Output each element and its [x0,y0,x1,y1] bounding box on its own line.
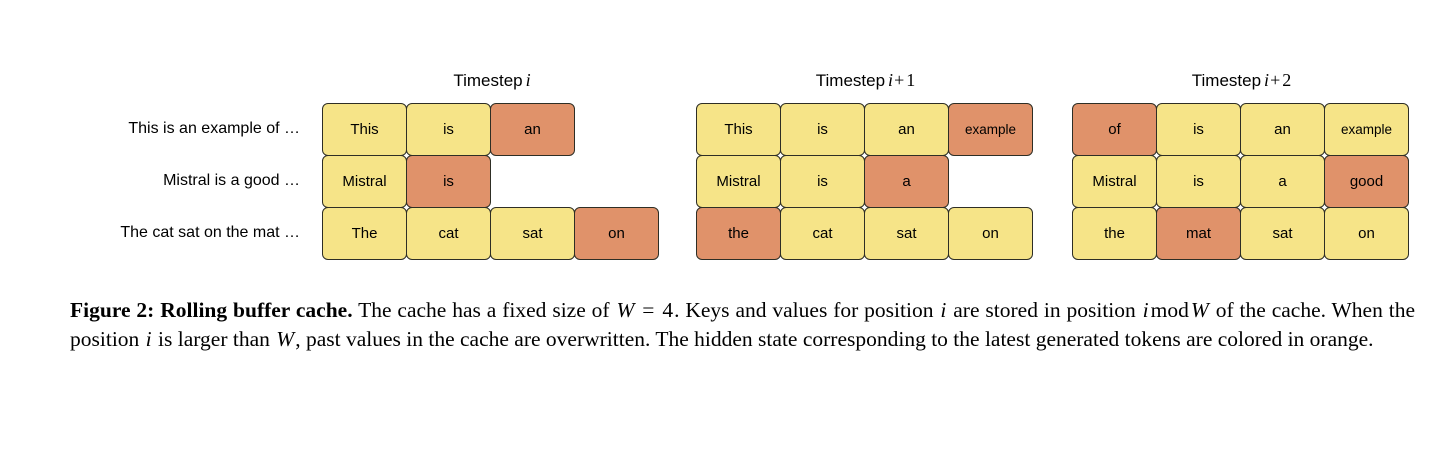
caption-part-1: The cache has a fixed size of [352,298,616,322]
cache-cell[interactable]: cat [406,207,491,260]
cache-row-0-1: Mistral is [322,155,658,208]
cache-cell[interactable]: is [780,155,865,208]
cache-cell[interactable]: is [406,155,491,208]
row-label-2: The cat sat on the mat … [120,224,300,241]
caption-var-i2: i [1142,298,1149,322]
cache-cell[interactable]: on [1324,207,1409,260]
cache-cell[interactable]: on [948,207,1033,260]
timestep-title-prefix-1: Timestep [815,71,886,90]
cache-cell[interactable]: example [1324,103,1409,156]
cache-row-0-2: The cat sat on [322,207,659,260]
cache-cell[interactable]: a [1240,155,1325,208]
rolling-buffer-cache-figure: This is an example of … Mistral is a goo… [0,70,1412,260]
caption-part-2: . Keys and values for position [674,298,940,322]
timestep-title-prefix-2: Timestep [1191,71,1262,90]
timestep-title-var-0: i [525,70,531,90]
caption-label: Figure 2: Rolling buffer cache. [70,298,353,322]
caption-part-6: , past values in the cache are overwritt… [295,327,1374,351]
cache-cell[interactable]: sat [1240,207,1325,260]
cache-cell[interactable]: The [322,207,407,260]
cache-row-2-2: the mat sat on [1072,207,1409,260]
row-label-0: This is an example of … [128,120,300,137]
cache-row-1-2: the cat sat on [696,207,1033,260]
cache-cell[interactable]: of [1072,103,1157,156]
cache-cell[interactable]: the [696,207,781,260]
cache-rows-0: This is an Mistral is The cat sat on [322,103,659,260]
caption-mod-operator: mod [1150,298,1189,322]
cache-row-1-1: Mistral is a [696,155,1032,208]
cache-cell[interactable]: an [1240,103,1325,156]
caption-part-4: of the cache. When the position [70,298,1416,351]
cache-cell[interactable]: is [780,103,865,156]
cache-cell[interactable]: on [574,207,659,260]
timestep-title-num-1: 1 [906,70,916,90]
cache-cell[interactable]: good [1324,155,1409,208]
timestep-title-var-2: i [1264,70,1270,90]
cache-row-2-0: of is an example [1072,103,1409,156]
timestep-title-op-2: + [1270,70,1281,90]
caption-var-i1: i [940,298,947,322]
timestep-title-op-1: + [894,70,905,90]
cache-cell[interactable]: is [1156,103,1241,156]
cache-cell[interactable]: an [490,103,575,156]
cache-cell[interactable]: example [948,103,1033,156]
timestep-title-prefix-0: Timestep [453,71,523,90]
cache-cell[interactable]: This [696,103,781,156]
cache-cell[interactable]: a [864,155,949,208]
cache-cell[interactable]: Mistral [1072,155,1157,208]
caption-value-four: 4 [662,298,674,322]
row-label-1: Mistral is a good … [163,172,300,189]
cache-row-0-0: This is an [322,103,658,156]
cache-cell[interactable]: mat [1156,207,1241,260]
caption-var-i3: i [145,327,152,351]
cache-cell[interactable]: cat [780,207,865,260]
cache-row-2-1: Mistral is a good [1072,155,1409,208]
cache-rows-1: This is an example Mistral is a the cat … [696,103,1033,260]
timestep-title-num-2: 2 [1282,70,1292,90]
caption-var-w2: W [1190,298,1209,322]
cache-rows-2: of is an example Mistral is a good the m… [1072,103,1409,260]
cache-cell[interactable]: is [406,103,491,156]
caption-var-w1: W [616,298,635,322]
timestep-title-var-1: i [888,70,894,90]
figure-caption: Figure 2: Rolling buffer cache. The cach… [70,296,1415,354]
cache-cell[interactable]: sat [864,207,949,260]
cache-cell[interactable]: This [322,103,407,156]
cache-cell[interactable]: is [1156,155,1241,208]
sequence-row-labels: This is an example of … Mistral is a goo… [0,103,312,259]
cache-cell[interactable]: Mistral [322,155,407,208]
cache-cell[interactable]: Mistral [696,155,781,208]
cache-cell[interactable]: sat [490,207,575,260]
caption-part-5: is larger than [152,327,276,351]
caption-var-w3: W [276,327,295,351]
caption-equals: = [636,298,661,322]
caption-part-3: are stored in position [947,298,1142,322]
cache-cell[interactable]: an [864,103,949,156]
cache-row-1-0: This is an example [696,103,1033,156]
cache-cell[interactable]: the [1072,207,1157,260]
